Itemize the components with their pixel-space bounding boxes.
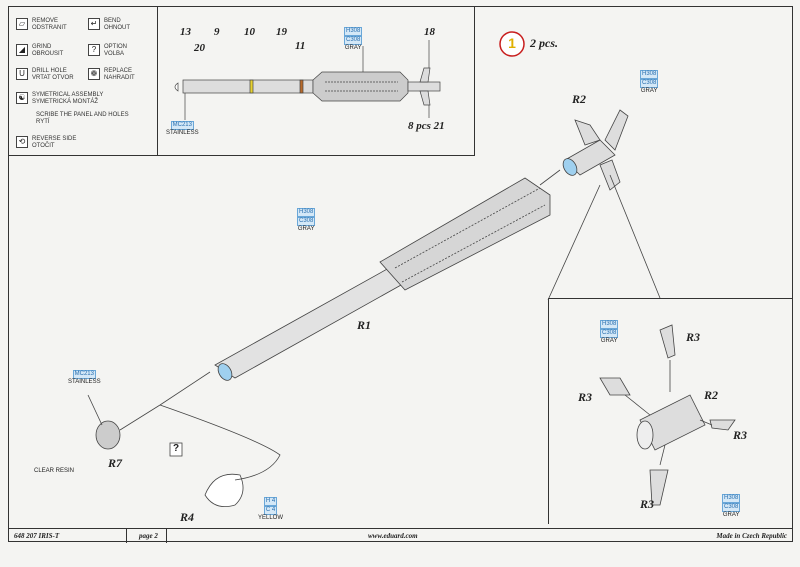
symmetrical-icon: ☯ <box>16 92 28 104</box>
overview-missile <box>174 40 441 120</box>
callout-8pcs-21: 8 pcs 21 <box>408 120 445 132</box>
part-r1: R1 <box>357 318 372 332</box>
callout-13: 13 <box>180 26 191 38</box>
part-r3-left: R3 <box>578 390 593 404</box>
footer-made: Made in Czech Republic <box>716 532 787 540</box>
step-number: 1 <box>508 35 516 51</box>
footer: 648 207 IRIS-T page 2 www.eduard.com Mad… <box>8 528 793 543</box>
overview-box <box>158 6 475 156</box>
step-circle <box>499 31 525 57</box>
callout-19: 19 <box>276 26 287 38</box>
seeker-parts <box>87 394 281 508</box>
part-r7: R7 <box>108 456 123 470</box>
detail-drawing <box>599 324 736 506</box>
detail-box <box>548 298 793 524</box>
paint-clear-resin: CLEAR RESIN <box>34 468 75 474</box>
callout-10: 10 <box>244 26 255 38</box>
part-r3-right: R3 <box>733 428 748 442</box>
callout-20: 20 <box>194 42 205 54</box>
footer-page: page 2 <box>126 529 158 543</box>
step-quantity: 2 pcs. <box>530 36 558 50</box>
option-icon: ? <box>172 443 180 454</box>
r1-missile-body <box>159 169 561 406</box>
footer-kit: 648 207 IRIS-T <box>14 532 60 540</box>
part-r3-bottom: R3 <box>640 497 655 511</box>
remove-icon: ▱ <box>16 18 28 30</box>
r2-tail-unit <box>547 109 661 301</box>
bend-icon: ↵ <box>88 18 100 30</box>
replace-icon: ❁ <box>88 68 100 80</box>
footer-url: www.eduard.com <box>368 532 418 540</box>
drill-hole-icon: U <box>16 68 28 80</box>
callout-18: 18 <box>424 26 435 38</box>
part-r2: R2 <box>572 92 587 106</box>
part-r4: R4 <box>180 510 195 524</box>
grind-icon: ◢ <box>16 44 28 56</box>
part-r3-top: R3 <box>686 330 701 344</box>
callout-11: 11 <box>295 40 306 52</box>
option-icon: ? <box>88 44 100 56</box>
part-r2-detail: R2 <box>704 388 719 402</box>
sheet-frame <box>8 6 793 542</box>
reverse-side-icon: ⟲ <box>16 136 28 148</box>
callout-9: 9 <box>214 26 220 38</box>
